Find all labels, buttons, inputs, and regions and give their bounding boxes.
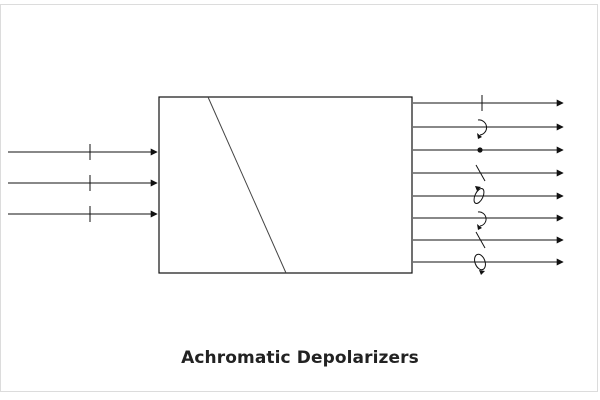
elliptical-polarization-icon	[474, 253, 486, 275]
dot-polarization-icon	[477, 147, 483, 153]
input-beams	[8, 144, 158, 222]
tilted-linear-polarization-icon	[475, 164, 486, 182]
wedge-interface-line	[207, 96, 287, 274]
diagram-caption: Achromatic Depolarizers	[181, 348, 419, 368]
output-beams	[413, 99, 564, 266]
circular-polarization-icon	[477, 119, 488, 139]
elliptical-polarization-icon	[473, 186, 485, 204]
circular-polarization-icon	[477, 211, 487, 230]
depolarizer-box	[158, 96, 413, 274]
output-polarization-symbols	[473, 95, 488, 275]
depolarizer-block	[158, 96, 413, 274]
tilted-linear-polarization-icon	[475, 231, 486, 249]
